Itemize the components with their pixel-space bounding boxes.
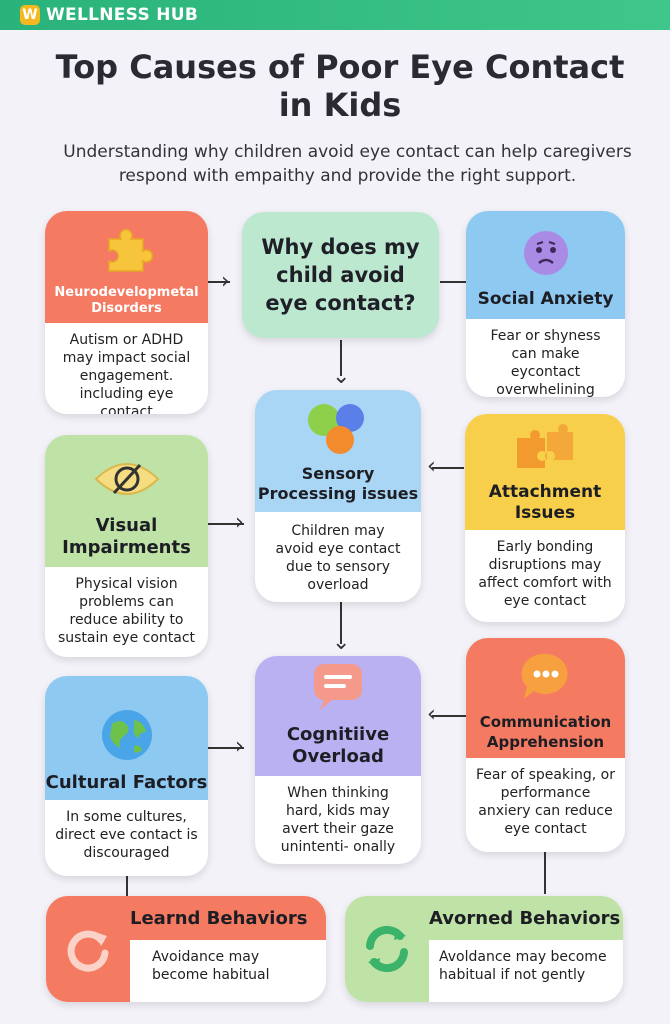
brand-name: WELLNESS HUB [46,5,199,25]
arrow-down-icon: ⌄ [332,630,351,655]
center-question: Why does my child avoid eye contact? [261,235,420,315]
card-cultural-factors: Cultural Factors In some cultures, direc… [45,676,208,876]
recycle-arrows-icon [358,920,416,978]
connector-sensory-cognitive [340,602,342,644]
page-subtitle: Understanding why children avoid eye con… [63,142,632,186]
eye-slash-icon [92,453,162,505]
card-title: Neurodevelopmetal Disorders [54,285,199,316]
arrow-down-icon: ⌄ [332,364,351,389]
broken-puzzle-icon [513,424,577,476]
card-body: When thinking hard, kids may avert their… [280,785,396,855]
chat-bubble-icon [518,650,574,706]
card-body: Physical vision problems can reduce abil… [57,576,196,646]
page-title: Top Causes of Poor Eye Contact in Kids [55,48,625,124]
card-title: Communication Apprehension [479,713,612,751]
globe-icon [98,706,156,764]
card-learned-behaviors: Learnd Behaviors Avoidance may become ha… [46,896,326,1002]
connector-attachment-sensory [432,467,464,469]
card-social-anxiety: Social Anxiety Fear or shyness can make … [466,211,625,397]
card-title: Avorned Behaviors [429,896,623,940]
card-title: Visual Impairments [62,515,191,558]
card-body: Autism or ADHD may impact social engagem… [62,332,191,414]
card-visual-impairments: Visual Impairments Physical vision probl… [45,435,208,657]
card-body: Children may avoid eye contact due to se… [275,523,401,593]
connector-communication-cognitive [432,715,466,717]
card-title: Social Anxiety [477,289,614,309]
card-communication-apprehension: Communication Apprehension Fear of speak… [466,638,625,852]
worried-face-icon [520,227,572,279]
center-question-card: Why does my child avoid eye contact? [242,212,439,338]
card-attachment-issues: Attachment Issues Early bonding disrupti… [465,414,625,622]
connector-cultural-learned [126,876,128,896]
card-title: Sensory Processing issues [257,464,419,503]
connector-cultural-cognitive [208,747,244,749]
card-body: Avoidance may become habitual [152,949,270,983]
card-title: Cultural Factors [45,772,208,793]
brand-logo: W [20,5,40,25]
connector-visual-sensory [208,523,244,525]
card-body: Fear of speaking, or performance anxiery… [476,767,615,837]
card-cognitive-overload: Cognitiive Overload When thinking hard, … [255,656,421,864]
colored-circles-icon [298,398,378,458]
connector-neuro-center [208,281,230,283]
card-body: Avoldance may become habitual if not gen… [439,949,607,983]
arrow-left-icon: ‹ [427,702,436,727]
card-title: Cognitiive Overload [286,724,390,767]
top-bar: W WELLNESS HUB [0,0,670,30]
card-body: Early bonding disruptions may affect com… [478,539,612,609]
card-title: Attachment Issues [488,482,602,523]
card-title: Learnd Behaviors [130,896,326,940]
arrow-left-icon: ‹ [427,454,436,479]
card-neurodevelopmental: Neurodevelopmetal Disorders Autism or AD… [45,211,208,414]
card-body: In some cultures, direct eve contact is … [55,809,198,861]
arrow-right-icon: › [235,510,244,535]
speech-bubble-icon [308,660,368,714]
connector-center-sensory [340,340,342,376]
arrow-right-icon: › [221,269,230,294]
refresh-icon [61,922,115,976]
connector-communication-avorned [544,852,546,894]
arrow-right-icon: › [235,734,244,759]
card-sensory-processing: Sensory Processing issues Children may a… [255,390,421,602]
puzzle-icon [101,225,153,277]
card-body: Fear or shyness can make eycontact overw… [490,328,601,397]
connector-center-social [440,281,466,283]
card-avorned-behaviors: Avorned Behaviors Avoldance may become h… [345,896,623,1002]
